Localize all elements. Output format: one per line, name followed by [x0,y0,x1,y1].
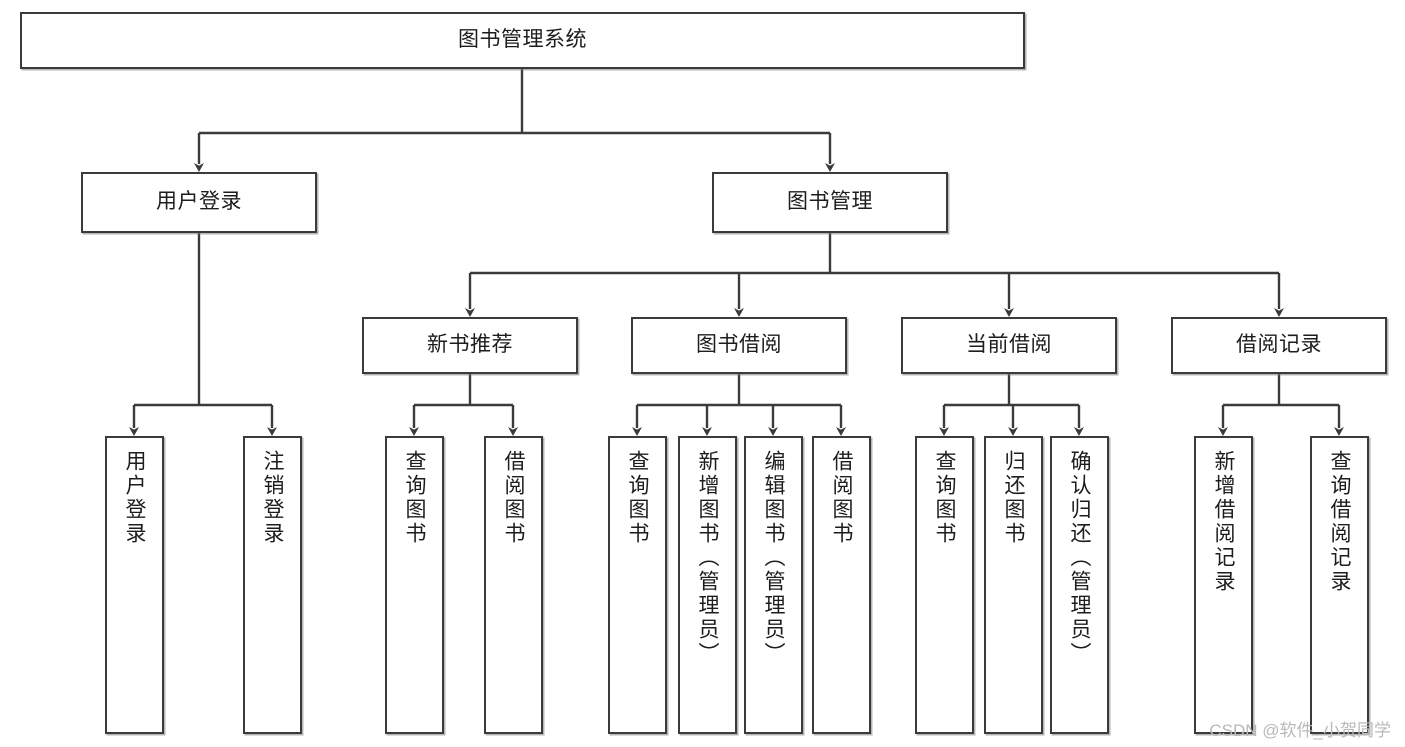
connector-conn-root-bus [199,69,830,135]
node-label: 新增图书（管理员） [696,450,719,666]
node-leaf-borrow-book-2: 借阅图书 [812,436,871,734]
node-label: 查询图书 [626,450,649,546]
node-leaf-query-book-3: 查询图书 [915,436,974,734]
node-book-borrow: 图书借阅 [631,317,847,374]
node-label: 图书管理系统 [458,28,587,52]
node-current-borrow: 当前借阅 [901,317,1117,374]
node-user-login: 用户登录 [81,172,317,233]
node-label: 借阅图书 [830,450,853,546]
node-label: 图书管理 [787,190,873,214]
node-borrow-record: 借阅记录 [1171,317,1387,374]
node-leaf-user-login: 用户登录 [105,436,164,734]
node-label: 新书推荐 [427,333,513,357]
connector-group [129,69,1344,436]
node-label: 图书借阅 [696,333,782,357]
node-leaf-query-book-2: 查询图书 [608,436,667,734]
node-leaf-query-book-1: 查询图书 [385,436,444,734]
node-label: 查询图书 [403,450,426,546]
node-label: 当前借阅 [966,333,1052,357]
node-label: 新增借阅记录 [1212,450,1235,594]
node-label: 确认归还（管理员） [1068,450,1091,666]
node-leaf-add-book-admin: 新增图书（管理员） [678,436,737,734]
node-label: 借阅图书 [502,450,525,546]
node-label: 归还图书 [1002,450,1025,546]
node-leaf-query-borrow-record: 查询借阅记录 [1310,436,1369,734]
connector-conn-new-book-bus [414,374,513,407]
node-leaf-return-book: 归还图书 [984,436,1043,734]
connector-conn-current-borrow-bus [944,374,1079,407]
node-book-manage: 图书管理 [712,172,948,233]
node-leaf-edit-book-admin: 编辑图书（管理员） [744,436,803,734]
node-label: 注销登录 [261,450,284,546]
node-label: 用户登录 [156,190,242,214]
node-leaf-logout: 注销登录 [243,436,302,734]
connector-conn-borrow-record-bus [1223,374,1339,407]
node-new-book-recommend: 新书推荐 [362,317,578,374]
node-root-root: 图书管理系统 [20,12,1025,69]
connector-conn-book-manage-bus [470,233,1279,275]
node-leaf-confirm-return-admin: 确认归还（管理员） [1050,436,1109,734]
node-label: 查询图书 [933,450,956,546]
connector-conn-book-borrow-bus [637,374,841,407]
watermark: CSDN @软件_小贺同学 [1209,721,1391,740]
node-label: 用户登录 [123,450,146,546]
node-label: 查询借阅记录 [1328,450,1351,594]
node-label: 编辑图书（管理员） [762,450,785,666]
node-leaf-borrow-book-1: 借阅图书 [484,436,543,734]
node-leaf-add-borrow-record: 新增借阅记录 [1194,436,1253,734]
connector-conn-user-login-bus [134,233,272,407]
node-label: 借阅记录 [1236,333,1322,357]
